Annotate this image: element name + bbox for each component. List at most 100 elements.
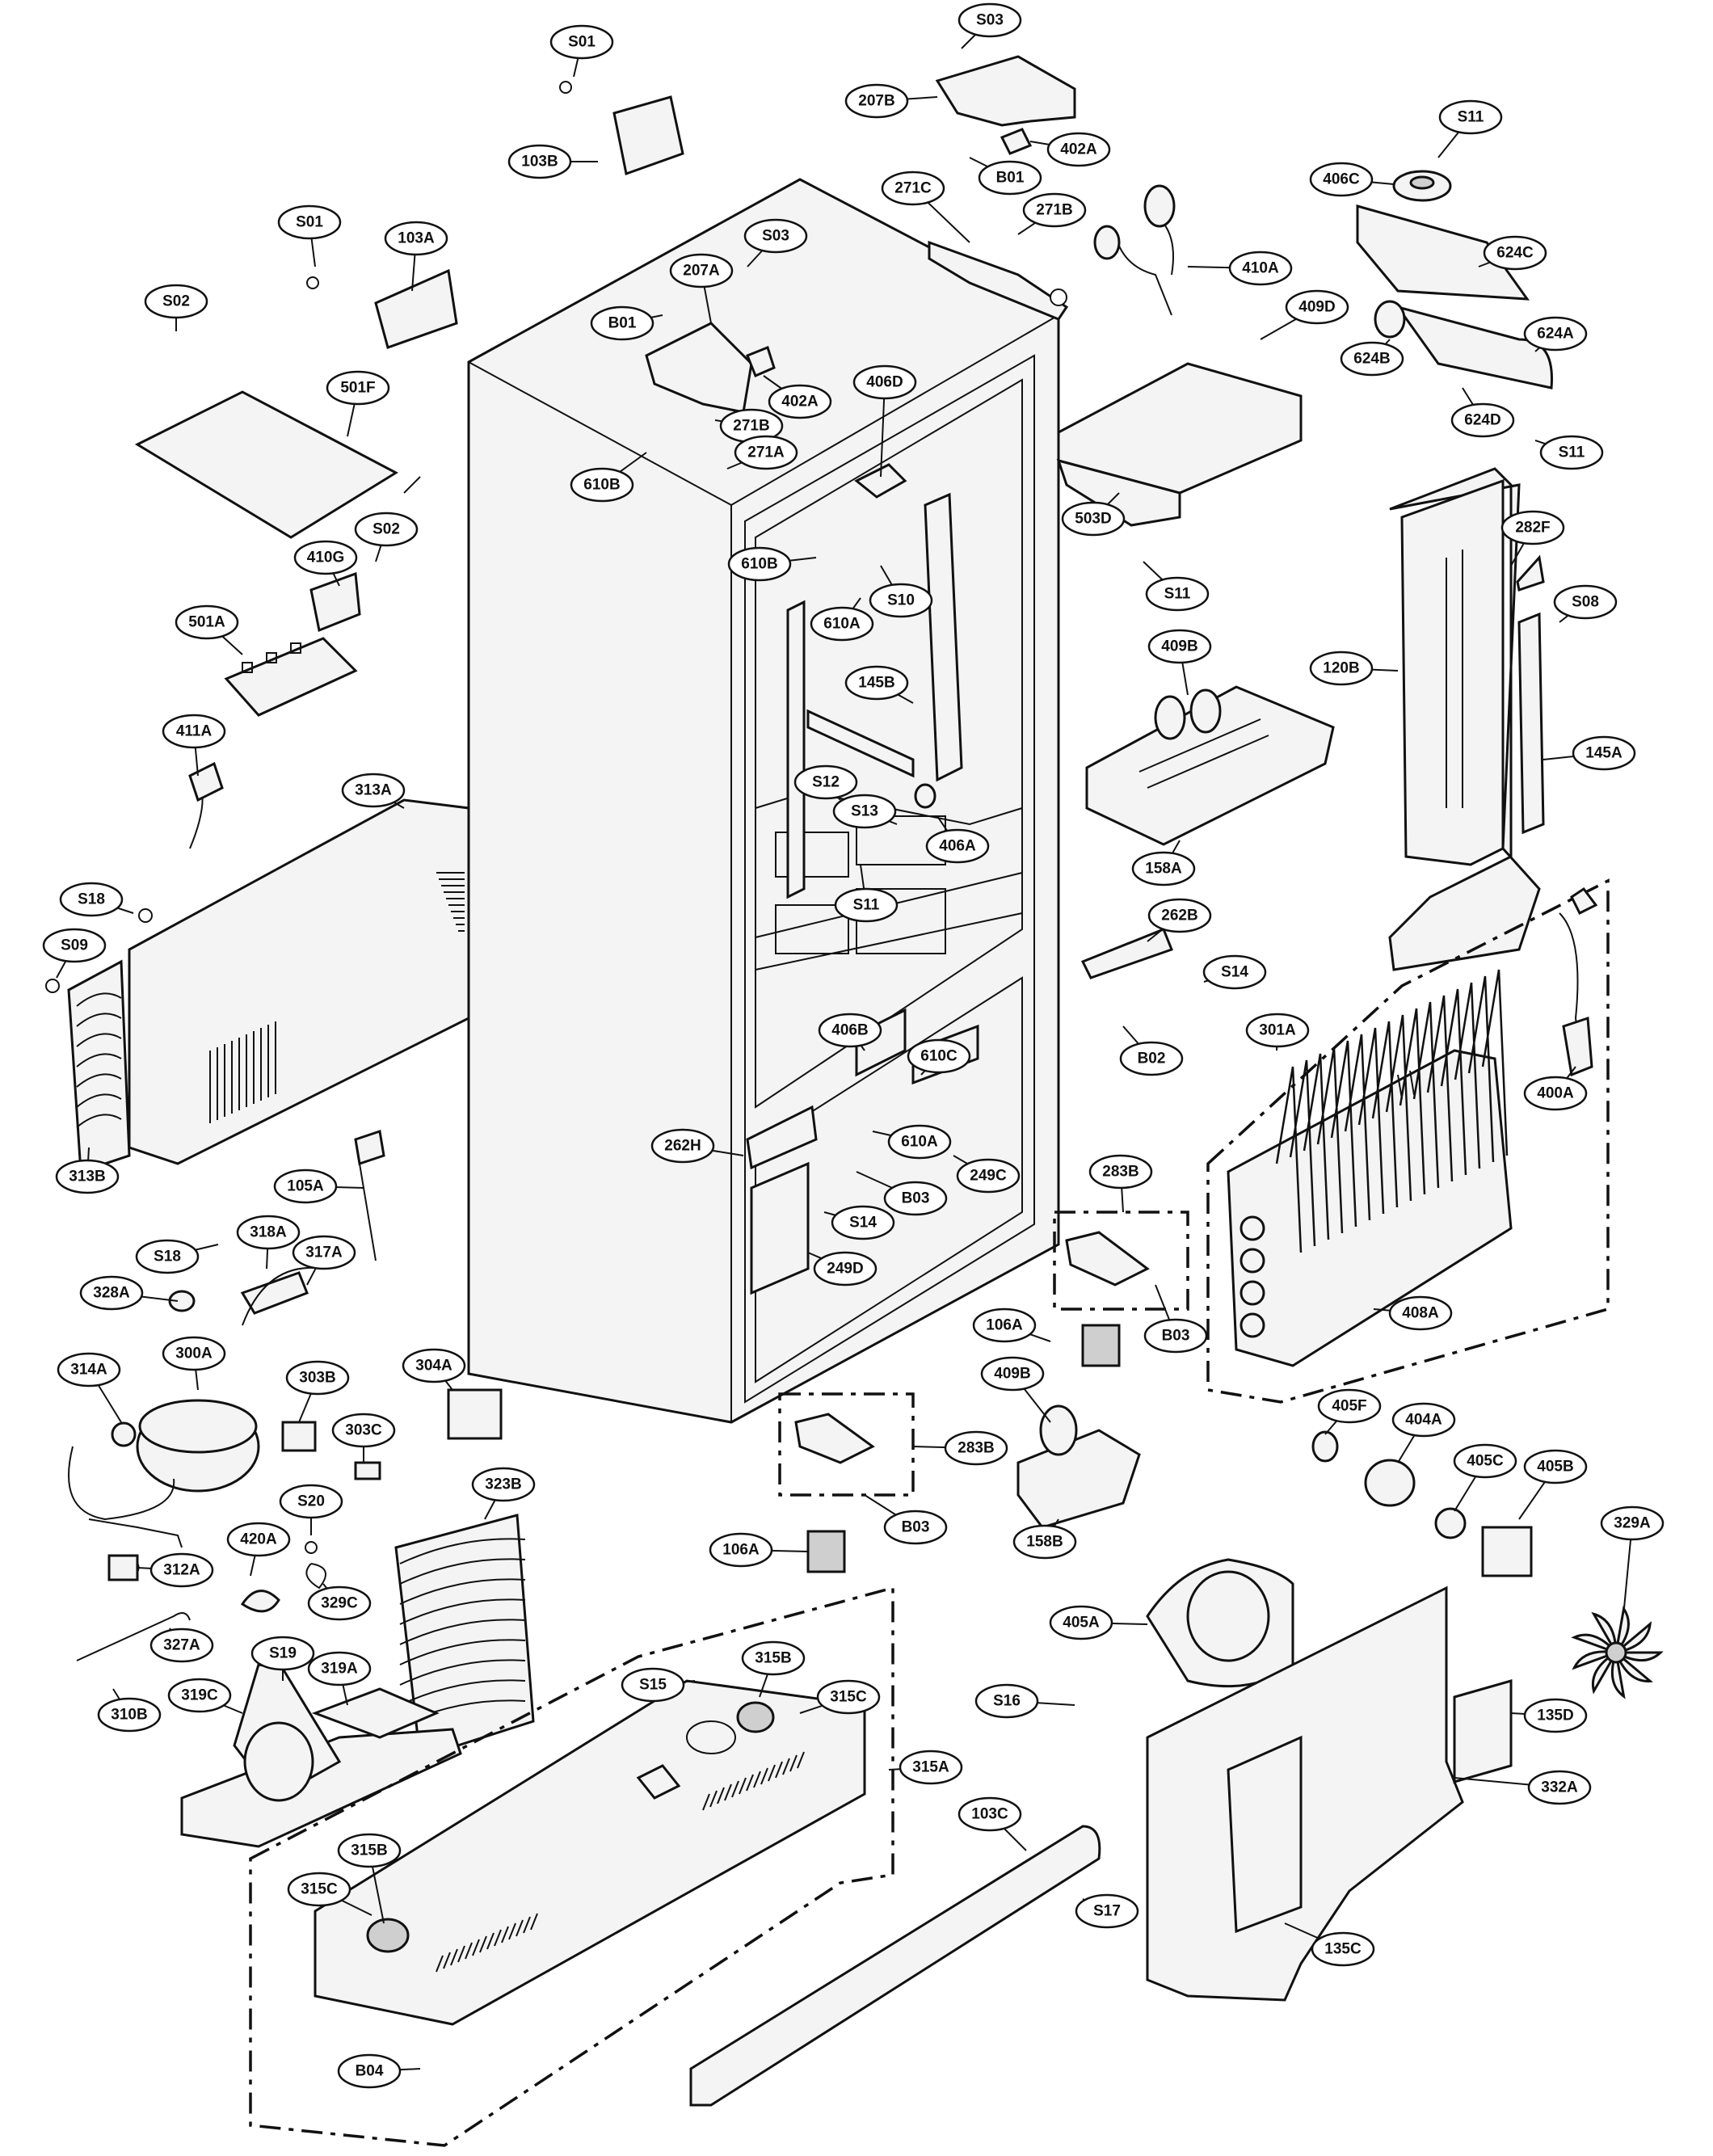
callout-105a: 105A bbox=[273, 1169, 338, 1204]
callout-label: S14 bbox=[1221, 964, 1248, 981]
callout-label: 610A bbox=[901, 1134, 938, 1151]
callout-310b: 310B bbox=[97, 1697, 162, 1733]
callout-405b: 405B bbox=[1523, 1449, 1588, 1484]
callout-s11: S11 bbox=[1145, 576, 1210, 612]
callout-282f: 282F bbox=[1500, 510, 1565, 545]
callout-label: 145A bbox=[1585, 745, 1623, 762]
callout-405c: 405C bbox=[1453, 1443, 1517, 1479]
callout-624c: 624C bbox=[1483, 235, 1547, 271]
callout-label: 409B bbox=[994, 1366, 1030, 1383]
callout-label: 158B bbox=[1026, 1534, 1063, 1551]
callout-409b: 409B bbox=[980, 1356, 1045, 1392]
callout-label: 249C bbox=[970, 1168, 1007, 1185]
callout-300a: 300A bbox=[162, 1336, 226, 1371]
callout-label: 332A bbox=[1541, 1779, 1578, 1796]
callout-317a: 317A bbox=[292, 1235, 356, 1270]
callout-s11: S11 bbox=[1539, 435, 1604, 470]
callout-420a: 420A bbox=[226, 1522, 291, 1557]
callout-103b: 103B bbox=[507, 144, 572, 179]
callout-label: 318A bbox=[250, 1224, 287, 1241]
callout-label: S08 bbox=[1572, 594, 1599, 611]
callout-label: 314A bbox=[70, 1362, 107, 1379]
callout-label: B04 bbox=[356, 2063, 384, 2080]
callout-406a: 406A bbox=[925, 828, 990, 864]
callout-103c: 103C bbox=[958, 1796, 1022, 1832]
callout-label: S18 bbox=[78, 891, 105, 908]
callout-label: 328A bbox=[93, 1285, 130, 1302]
callout-label: 501F bbox=[340, 380, 375, 397]
callout-315b: 315B bbox=[337, 1833, 402, 1868]
callout-label: S10 bbox=[887, 592, 915, 609]
callout-label: B01 bbox=[996, 170, 1025, 187]
callout-406d: 406D bbox=[852, 364, 917, 400]
callout-label: 271B bbox=[733, 418, 769, 435]
callout-301a: 301A bbox=[1245, 1013, 1310, 1048]
callout-label: S18 bbox=[154, 1249, 181, 1265]
callout-402a: 402A bbox=[768, 384, 832, 419]
top-left-parts bbox=[134, 81, 684, 849]
callout-label: 283B bbox=[958, 1440, 994, 1457]
callout-303b: 303B bbox=[285, 1360, 350, 1396]
callout-label: 409D bbox=[1298, 299, 1335, 316]
callout-label: 315B bbox=[755, 1650, 791, 1667]
callout-label: 106A bbox=[986, 1317, 1023, 1334]
callout-label: 624C bbox=[1496, 245, 1534, 262]
callout-label: S03 bbox=[762, 228, 789, 245]
callout-s15: S15 bbox=[621, 1667, 685, 1703]
callout-label: 408A bbox=[1402, 1305, 1439, 1322]
callout-315a: 315A bbox=[899, 1750, 963, 1785]
callout-s01: S01 bbox=[549, 24, 614, 60]
callout-label: S09 bbox=[61, 937, 88, 954]
callout-624d: 624D bbox=[1450, 402, 1515, 438]
callout-label: 402A bbox=[781, 394, 819, 411]
callout-label: 501A bbox=[188, 614, 225, 631]
callout-405f: 405F bbox=[1317, 1388, 1382, 1424]
callout-label: 323B bbox=[485, 1476, 521, 1493]
callout-label: 105A bbox=[287, 1178, 324, 1195]
callout-s01: S01 bbox=[277, 204, 342, 240]
callout-262b: 262B bbox=[1147, 898, 1212, 933]
callout-label: 271A bbox=[747, 444, 785, 461]
callout-b03: B03 bbox=[1143, 1318, 1208, 1354]
callout-408a: 408A bbox=[1388, 1295, 1453, 1331]
callout-label: S02 bbox=[372, 521, 400, 538]
callout-404a: 404A bbox=[1391, 1402, 1456, 1438]
callout-label: 410A bbox=[1242, 260, 1279, 277]
callout-313a: 313A bbox=[341, 773, 406, 808]
callout-label: 411A bbox=[176, 723, 213, 740]
callout-b03: B03 bbox=[883, 1181, 948, 1216]
callout-314a: 314A bbox=[57, 1352, 121, 1388]
callout-label: 301A bbox=[1259, 1022, 1296, 1039]
callout-label: 315B bbox=[351, 1842, 387, 1859]
callout-label: S13 bbox=[851, 803, 878, 820]
callout-s18: S18 bbox=[59, 882, 124, 917]
callout-501a: 501A bbox=[175, 604, 239, 640]
callout-s18: S18 bbox=[135, 1239, 200, 1274]
callout-406c: 406C bbox=[1309, 162, 1374, 197]
callout-271a: 271A bbox=[734, 435, 798, 470]
callout-label: B03 bbox=[902, 1519, 930, 1536]
callout-332a: 332A bbox=[1527, 1770, 1592, 1805]
compressor-area bbox=[68, 1130, 503, 1661]
top-parts bbox=[645, 55, 1553, 527]
callout-label: 329C bbox=[321, 1595, 358, 1612]
callout-328a: 328A bbox=[79, 1275, 144, 1311]
callout-label: 271C bbox=[894, 180, 932, 197]
callout-label: S11 bbox=[1458, 109, 1484, 126]
callout-283b: 283B bbox=[1088, 1154, 1153, 1190]
callout-label: 405A bbox=[1063, 1615, 1100, 1632]
callout-label: S15 bbox=[639, 1677, 667, 1694]
callout-label: 405F bbox=[1332, 1398, 1366, 1415]
callout-label: 405B bbox=[1537, 1459, 1573, 1476]
callout-label: 406D bbox=[866, 374, 903, 391]
callout-271b: 271B bbox=[719, 408, 784, 444]
callout-label: S20 bbox=[297, 1493, 325, 1510]
callout-158a: 158A bbox=[1131, 851, 1196, 886]
callout-label: B03 bbox=[1162, 1328, 1190, 1345]
callout-label: 406C bbox=[1323, 171, 1360, 188]
callout-s12: S12 bbox=[793, 764, 858, 800]
callout-label: 610B bbox=[583, 477, 620, 494]
callout-label: 135D bbox=[1537, 1708, 1573, 1724]
callout-624a: 624A bbox=[1523, 316, 1588, 352]
